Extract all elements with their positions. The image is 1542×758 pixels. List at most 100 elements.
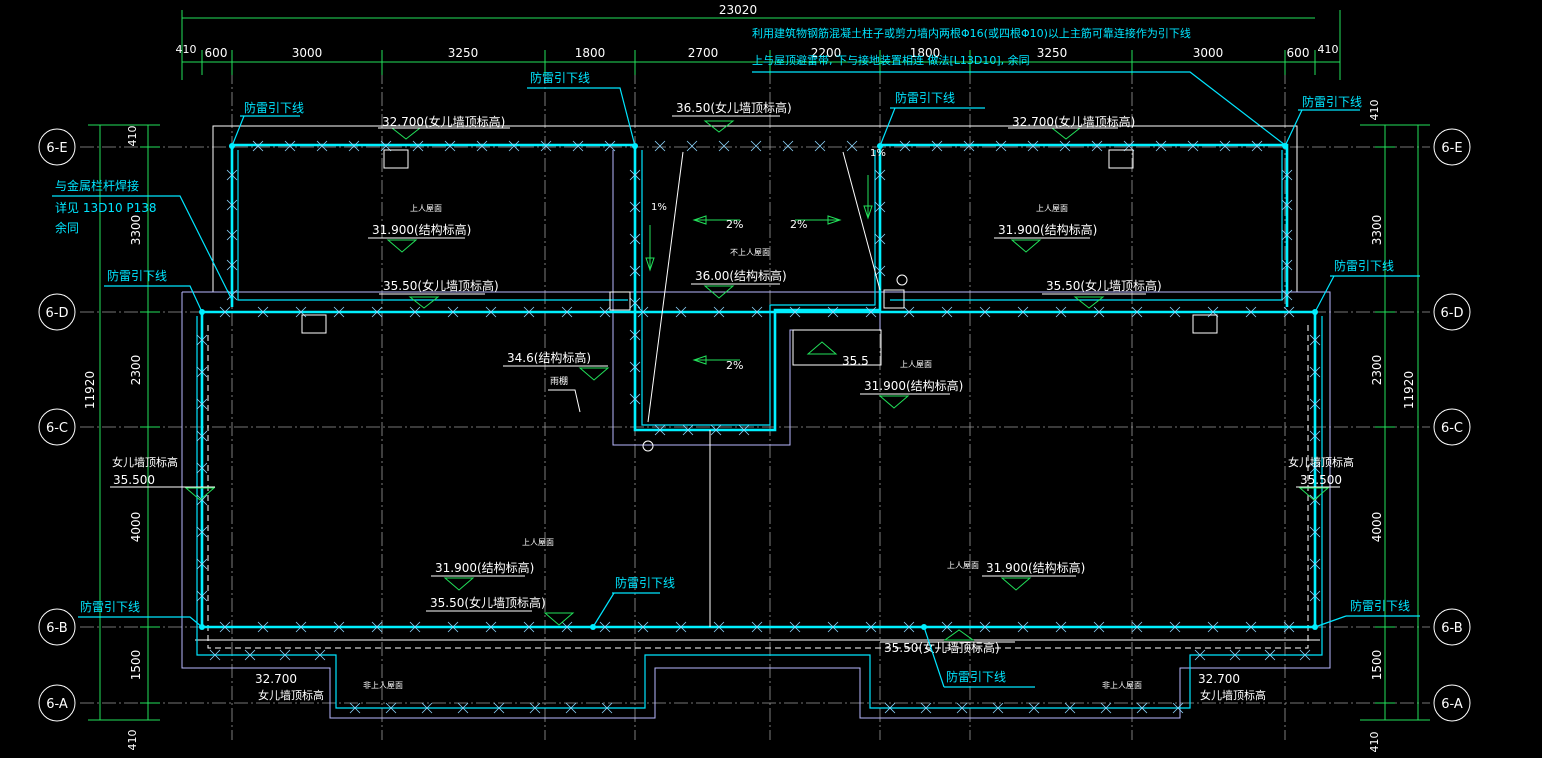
side-dim-text: 1500	[129, 650, 143, 681]
slope-text: 1%	[870, 148, 886, 159]
support-mark	[1131, 306, 1143, 318]
support-mark	[1028, 702, 1040, 714]
side-dim-text: 410	[1368, 732, 1381, 753]
support-mark	[257, 306, 269, 318]
support-mark	[1245, 621, 1257, 633]
support-mark	[565, 702, 577, 714]
dim-text: 1800	[575, 46, 606, 60]
elevation-triangle	[703, 120, 735, 133]
support-mark	[279, 649, 291, 661]
axis-bubble	[1433, 293, 1471, 331]
support-mark	[903, 621, 915, 633]
roof-vents	[301, 149, 1218, 334]
roof-type-label: 非上人屋面	[1102, 680, 1142, 690]
support-mark	[1281, 289, 1293, 301]
axis-bubble	[38, 293, 76, 331]
support-mark	[196, 462, 208, 474]
support-mark	[196, 494, 208, 506]
elevation-text: 35.50(女儿墙顶标高)	[884, 640, 1000, 655]
support-mark	[979, 306, 991, 318]
axis-label: 6-E	[46, 141, 67, 156]
support-mark	[1091, 140, 1103, 152]
support-mark	[572, 140, 584, 152]
dim-text: 600	[1287, 46, 1310, 60]
support-mark	[1229, 649, 1241, 661]
support-mark	[654, 424, 666, 436]
axis-label: 6-C	[1441, 421, 1463, 436]
support-mark	[789, 306, 801, 318]
roof-type-label: 非上人屋面	[363, 680, 403, 690]
elevation-triangle	[703, 285, 735, 299]
slope-text: 2%	[726, 218, 743, 231]
elevation-text: 31.900(结构标高)	[998, 222, 1097, 237]
support-mark	[295, 621, 307, 633]
elevation-text: 31.900(结构标高)	[435, 560, 534, 575]
elevation-triangle	[578, 367, 610, 381]
parapet-label: 女儿墙顶标高	[258, 688, 324, 702]
support-mark	[444, 140, 456, 152]
support-mark	[713, 621, 725, 633]
support-mark	[637, 306, 649, 318]
slope-text: 2%	[726, 359, 743, 372]
support-mark	[196, 430, 208, 442]
elevation-text: 36.00(结构标高)	[695, 268, 787, 283]
support-mark	[1059, 140, 1071, 152]
axis-label: 6-A	[46, 697, 68, 712]
support-mark	[226, 199, 238, 211]
elevation-triangle	[806, 341, 838, 355]
roof-type-label: 上人屋面	[1036, 204, 1068, 213]
support-mark	[713, 306, 725, 318]
support-mark	[257, 621, 269, 633]
support-mark	[992, 702, 1004, 714]
axis-bubble	[38, 608, 76, 646]
support-mark	[629, 169, 641, 181]
note-leader	[752, 71, 1286, 146]
support-mark	[884, 702, 896, 714]
support-mark	[751, 306, 763, 318]
support-mark	[1251, 140, 1263, 152]
slope-text: 1%	[651, 202, 667, 213]
axis-bubble	[38, 684, 76, 722]
slope-arrow	[692, 215, 707, 225]
elevation-triangle	[1010, 239, 1042, 253]
support-mark	[675, 621, 687, 633]
axis-bubble	[1433, 684, 1471, 722]
slope-lines	[642, 151, 908, 627]
roof-type-label: 上人屋面	[900, 360, 932, 369]
support-mark	[1309, 334, 1321, 346]
downlead-callouts: 防雷引下线 防雷引下线 防雷引下线 防雷引下线 防雷引下线 防雷引下线 防雷引下…	[78, 70, 1420, 688]
support-mark	[196, 366, 208, 378]
side-dim-text: 3300	[1370, 215, 1384, 246]
side-dim-text: 2300	[1370, 355, 1384, 386]
support-mark	[1281, 169, 1293, 181]
downlead-label: 防雷引下线	[244, 100, 304, 115]
support-mark	[629, 361, 641, 373]
axis-bubble	[38, 408, 76, 446]
support-mark	[874, 233, 886, 245]
support-mark	[827, 621, 839, 633]
elevation-triangle	[878, 395, 910, 409]
support-mark	[1281, 259, 1293, 271]
support-mark	[1169, 621, 1181, 633]
side-dim-text: 410	[126, 126, 139, 147]
support-mark	[1017, 306, 1029, 318]
support-mark	[349, 702, 361, 714]
support-mark	[1309, 462, 1321, 474]
support-mark	[941, 306, 953, 318]
support-mark	[485, 621, 497, 633]
support-mark	[789, 621, 801, 633]
support-mark	[782, 140, 794, 152]
support-mark	[226, 259, 238, 271]
support-mark	[1309, 558, 1321, 570]
side-dim-text: 1500	[1370, 650, 1384, 681]
support-mark	[1309, 590, 1321, 602]
support-mark	[226, 169, 238, 181]
elevation-text: 31.900(结构标高)	[986, 560, 1085, 575]
support-mark	[1309, 430, 1321, 442]
support-mark	[1281, 199, 1293, 211]
elevation-triangle	[1073, 296, 1105, 309]
support-mark	[380, 140, 392, 152]
support-mark	[682, 424, 694, 436]
support-mark	[523, 621, 535, 633]
